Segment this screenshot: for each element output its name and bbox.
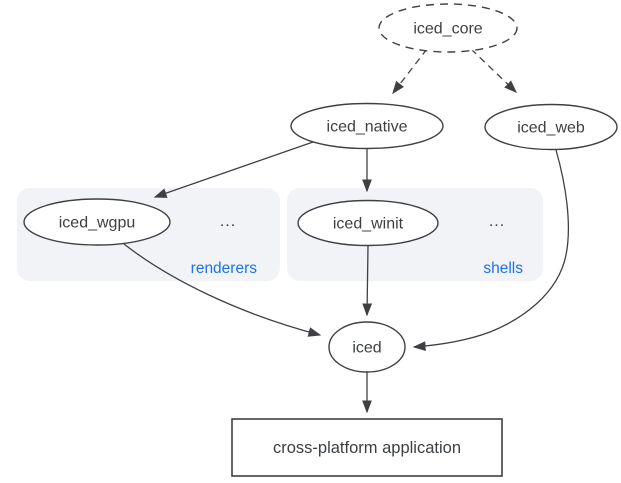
- iced-core-label: iced_core: [413, 21, 482, 38]
- iced-web-label: iced_web: [517, 120, 585, 137]
- iced-wgpu-ellipse: [23, 198, 171, 246]
- iced-ellipse: [328, 321, 406, 373]
- edge-web-to-iced: [412, 149, 570, 352]
- iced-winit-ellipse: [297, 199, 439, 247]
- iced-winit-label: iced_winit: [333, 216, 404, 233]
- node-cross-platform-application: cross-platform application: [231, 418, 503, 477]
- iced-wgpu-label: iced_wgpu: [59, 215, 136, 232]
- node-iced-winit: iced_winit: [297, 199, 439, 247]
- edge-native-to-wgpu: [153, 141, 314, 198]
- iced-label: iced: [352, 340, 381, 357]
- node-iced: iced: [328, 321, 406, 373]
- iced-web-ellipse: [484, 103, 618, 151]
- app-label: cross-platform application: [273, 439, 461, 457]
- renderers-group-label: renderers: [191, 260, 258, 277]
- shells-ellipsis: ...: [489, 213, 505, 230]
- edge-wgpu-to-iced: [123, 243, 322, 337]
- node-iced-core: iced_core: [378, 3, 518, 53]
- node-iced-wgpu: iced_wgpu: [23, 198, 171, 246]
- edge-core-to-web: [470, 48, 517, 93]
- iced-native-ellipse: [290, 102, 444, 150]
- edge-core-to-native: [392, 48, 428, 95]
- renderers-ellipsis: ...: [220, 213, 236, 230]
- iced-core-ellipse: [378, 3, 518, 53]
- node-iced-web: iced_web: [484, 103, 618, 151]
- shells-group-label: shells: [483, 260, 523, 277]
- node-iced-native: iced_native: [290, 102, 444, 150]
- app-rect: [231, 418, 503, 477]
- edge-winit-to-iced: [362, 245, 373, 317]
- iced-native-label: iced_native: [327, 119, 408, 136]
